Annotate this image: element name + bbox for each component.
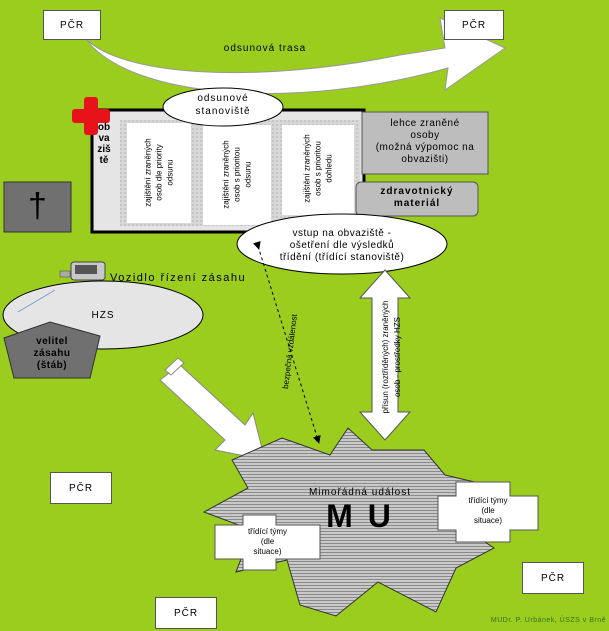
vehicle-label: Vozidlo řízení zásahu	[110, 272, 247, 284]
evac-route-arrow	[84, 17, 506, 94]
transport-label: přísun (roztříděných) zraněných osob - p…	[380, 287, 404, 427]
pcr-box: PČR	[155, 597, 217, 629]
col1-box	[127, 123, 191, 223]
pcr-box: PČR	[43, 10, 101, 40]
medical-material-box	[355, 181, 479, 217]
teams-line: třídící týmy	[247, 527, 288, 536]
dressing-station-label: obvaziště	[97, 122, 111, 166]
teams-line: třídící týmy	[468, 496, 508, 505]
teams-box-left	[214, 514, 321, 571]
transport-double-arrow	[358, 269, 412, 441]
col3-line: osob s prioritou	[313, 141, 323, 196]
col1-line: zajištění zraněných	[143, 138, 153, 207]
teams-line: (dle	[260, 537, 275, 546]
col2-line: osob s prioritou	[232, 147, 242, 202]
medical-line: zdravotnický	[380, 186, 454, 197]
col3-text: zajištění zraněných osob s prioritou doh…	[302, 119, 335, 219]
safe-distance-line	[252, 240, 321, 444]
teams-line: situace)	[253, 547, 282, 556]
col1-text: zajištění zraněných osob dle priority od…	[143, 123, 176, 223]
approach-arrow	[159, 364, 266, 461]
col3-line: dohledu	[324, 154, 334, 183]
commander-label: velitel zásahu (štáb)	[14, 336, 90, 372]
pcr-box: PČR	[444, 10, 504, 40]
light-injured-label: lehce zraněné osoby (možná výpomoc na ob…	[362, 118, 488, 166]
light-injured-line: (možná výpomoc na	[375, 142, 475, 153]
col3-box	[282, 125, 354, 215]
entry-line: vstup na obvaziště -	[292, 228, 392, 239]
evac-station-ellipse	[162, 87, 284, 127]
col1-line: odsunu	[165, 159, 175, 186]
author-credit: MUDr. P. Urbánek, ÚSZS v Brně	[490, 617, 606, 624]
teams-label-left: třídící týmy (dle situace)	[215, 527, 320, 557]
teams-line: situace)	[473, 516, 502, 525]
teams-box-right	[437, 481, 539, 543]
col3-line: zajištění zraněných	[302, 134, 312, 203]
entry-line: ošetření dle výsledků	[289, 240, 395, 251]
vehicle-icon	[59, 261, 106, 281]
event-label: Mimořádná událost	[308, 487, 412, 498]
evac-station-line: odsunové	[197, 93, 249, 104]
pcr-box: PČR	[522, 562, 584, 594]
hzs-ellipse-line	[17, 289, 56, 313]
transport-line: osob - prostředky HZS	[393, 316, 402, 398]
evac-station-label: odsunové stanoviště	[163, 92, 283, 118]
col2-box	[203, 125, 271, 225]
commander-line: (štáb)	[36, 360, 68, 371]
pcr-box: PČR	[50, 472, 112, 504]
medical-material-label: zdravotnický materiál	[356, 186, 478, 210]
deceased-box	[3, 181, 72, 233]
entry-label: vstup na obvaziště - ošetření dle výsled…	[247, 228, 437, 264]
light-injured-line: osoby	[410, 130, 440, 141]
red-cross-icon	[72, 97, 110, 135]
col1-line: osob dle priority	[154, 144, 164, 201]
evac-station-line: stanoviště	[195, 106, 251, 117]
commander-line: velitel	[36, 336, 68, 347]
col2-line: odsunu	[243, 161, 253, 188]
medical-line: materiál	[393, 198, 441, 209]
hzs-label: HZS	[91, 310, 115, 321]
col2-line: zajištění zraněných	[221, 140, 231, 209]
col2-text: zajištění zraněných osob s prioritou ods…	[221, 125, 254, 225]
light-injured-line: obvazišti)	[401, 154, 449, 165]
dagger-icon: †	[28, 187, 47, 225]
light-injured-box	[361, 111, 489, 175]
transport-line: přísun (roztříděných) zraněných	[381, 300, 390, 414]
commander-line: zásahu	[33, 348, 71, 359]
incident-star	[202, 427, 502, 617]
evac-route-label: odsunová trasa	[223, 43, 307, 54]
approach-arrow-stripe-1	[164, 357, 185, 376]
entry-line: třídění (třídící stanoviště)	[279, 252, 405, 263]
mu-label: M U	[326, 498, 394, 534]
light-injured-line: lehce zraněné	[390, 118, 460, 129]
commander-pentagon	[3, 321, 101, 379]
teams-label-right: třídící týmy (dle situace)	[438, 496, 538, 526]
teams-line: (dle	[481, 506, 495, 515]
